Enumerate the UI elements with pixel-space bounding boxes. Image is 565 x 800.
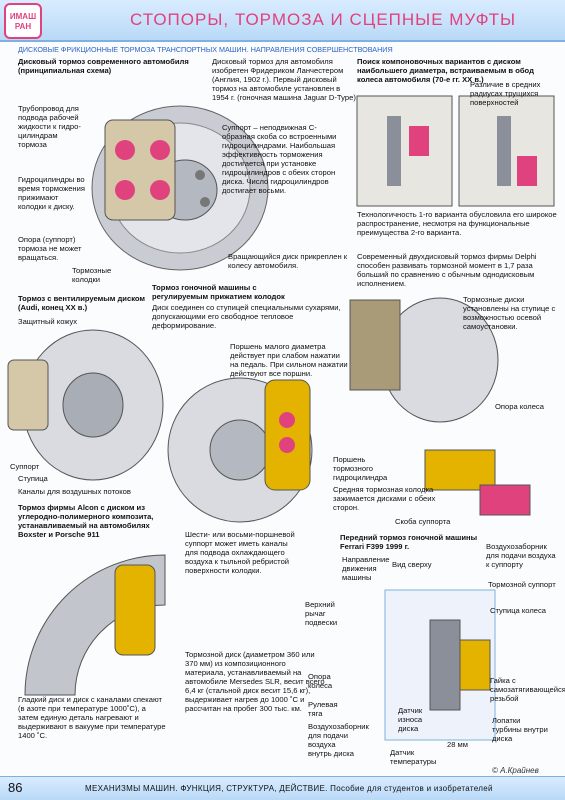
label-mm: 28 мм: [447, 740, 468, 749]
label-direction: Направление движения машины: [342, 555, 390, 582]
section5-title: Современный двухдисковый тормоз фирмы De…: [357, 252, 537, 288]
section4-title: Тормоз гоночной машины с регулируемым пр…: [152, 283, 285, 301]
ventilated-disc-illustration: [7, 329, 164, 481]
alcon-disc-illustration: [24, 554, 166, 696]
label-upper-arm: Верхний рычаг подвески: [305, 600, 338, 627]
label-wheel-support-ferrari: Опора колеса: [308, 672, 333, 690]
label-middle-pad: Средняя тормозная колодка зажимается дис…: [333, 485, 436, 512]
label-caliper-alcon: Шести- или восьми-поршневой суппорт може…: [185, 530, 295, 575]
section2-title: Поиск компоновочных вариантов с диском н…: [357, 57, 534, 84]
label-rotating-disc: Вращающийся диск прикреплен к колесу авт…: [228, 252, 348, 270]
label-wear-sensor: Датчик износа диска: [398, 706, 423, 733]
page-subtitle: ДИСКОВЫЕ ФРИКЦИОННЫЕ ТОРМОЗА ТРАНСПОРТНЫ…: [18, 45, 393, 54]
label-hub-audi: Ступица: [18, 474, 48, 483]
page-number: 86: [8, 780, 23, 795]
logo: ИМАШ РАН: [4, 3, 42, 39]
label-delphi-piston: Поршень тормозного гидроцилиндра: [333, 455, 388, 482]
logo-text: ИМАШ РАН: [9, 12, 37, 31]
section1-history: Дисковый тормоз для автомобиля изобретен…: [212, 57, 356, 102]
label-wheel-support: Опора колеса: [495, 402, 544, 411]
label-air-intake: Воздухозаборник для подачи воздуха к суп…: [486, 542, 556, 569]
page-title: СТОПОРЫ, ТОРМОЗА И СЦЕПНЫЕ МУФТЫ: [130, 10, 517, 29]
signature: © А.Крайнев: [492, 766, 539, 775]
label-delphi-discs: Тормозные диски установлены на ступице с…: [463, 295, 556, 331]
label-hub-ferrari: Ступица колеса: [490, 606, 547, 615]
label-blades: Лопатки турбины внутри диска: [492, 716, 548, 743]
label-caliper-ferrari: Тормозной суппорт: [488, 580, 556, 589]
delphi-brake-illustration: [349, 297, 531, 516]
label-discs-alcon: Гладкий диск и диск с каналами спекают (…: [18, 695, 166, 740]
layout-variants-illustration: [356, 95, 555, 207]
section4-text: Диск соединен со ступицей специальными с…: [152, 303, 341, 330]
section3-title: Тормоз с вентилируемым диском (Audi, кон…: [18, 294, 146, 312]
footer-bar: [0, 776, 565, 800]
section7-title: Передний тормоз гоночной машины Ferrari …: [340, 533, 478, 551]
label-temp-sensor: Датчик температуры: [390, 748, 437, 766]
label-support: Опора (суппорт) тормоза не может вращать…: [18, 235, 82, 262]
label-radius-diff: Различие в средних радиусах трущихся пов…: [470, 80, 541, 107]
label-support-audi: Суппорт: [10, 462, 40, 471]
label-steering: Рулевая тяга: [308, 700, 338, 718]
ferrari-brake-illustration: [384, 589, 496, 741]
section6-title: Тормоз фирмы Alcon с диском из углеродно…: [18, 503, 154, 539]
label-air-intake2: Воздухозаборник для подачи воздуха внутр…: [308, 722, 369, 758]
label-top-view: Вид сверху: [392, 560, 432, 569]
label-bracket: Скоба суппорта: [395, 517, 451, 526]
section4-piston: Поршень малого диаметра действует при сл…: [230, 342, 348, 378]
footer-text: МЕХАНИЗМЫ МАШИН. ФУНКЦИЯ, СТРУКТУРА, ДЕЙ…: [85, 784, 493, 793]
label-caliper-desc: Суппорт – неподвижная С-образная скоба с…: [222, 123, 337, 195]
label-channels: Каналы для воздушных потоков: [18, 487, 131, 496]
label-pads: Тормозные колодки: [72, 266, 112, 284]
disc-brake-illustration: [91, 105, 269, 271]
label-cylinders: Гидроцилиндры во время торможения прижим…: [18, 175, 85, 211]
section1-title: Дисковый тормоз современного автомобиля …: [18, 57, 189, 75]
label-nut: Гайка с самозатягивающейся резьбой: [490, 676, 565, 703]
header-bar: [0, 0, 565, 42]
section2-text: Технологичность 1-го варианта обусловила…: [357, 210, 557, 237]
racing-brake-illustration: [167, 377, 313, 523]
label-cover: Защитный кожух: [18, 317, 78, 326]
label-pipe: Трубопровод для подвода рабочей жидкости…: [18, 104, 81, 149]
label-composite: Тормозной диск (диаметром 360 или 370 мм…: [185, 650, 325, 713]
